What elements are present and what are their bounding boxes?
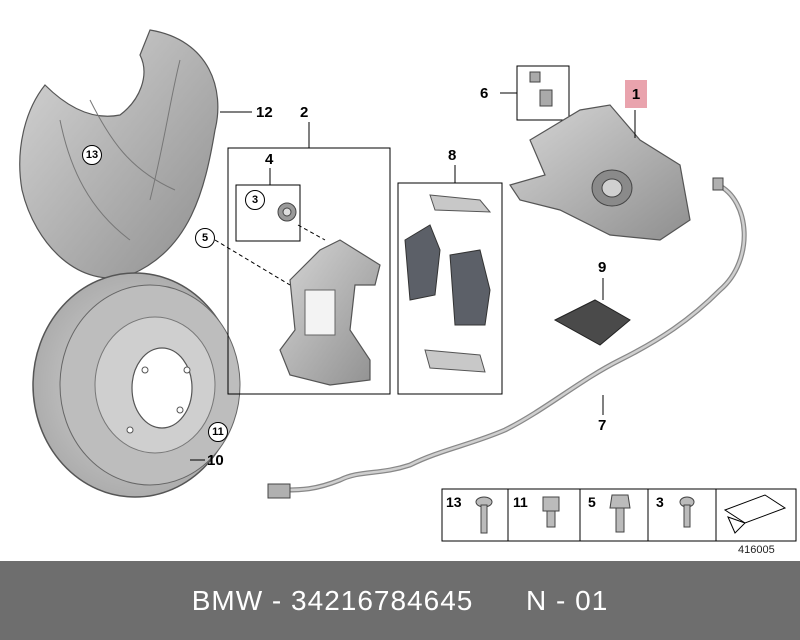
bolt-11-icon: [542, 496, 560, 528]
callout-4: 4: [265, 151, 274, 168]
fastener-legend: [441, 488, 797, 542]
callout-2: 2: [300, 104, 309, 121]
callout-5: 5: [195, 228, 215, 248]
callout-9: 9: [598, 259, 607, 276]
bolt-5-icon: [609, 494, 631, 533]
exploded-view-drawing: [19, 29, 797, 542]
part-number: 34216784645: [291, 584, 474, 616]
legend-number-13: 13: [446, 494, 462, 510]
bleeder-valve: [529, 71, 553, 107]
brake-disc: [32, 272, 241, 498]
group-box-8: [397, 182, 503, 395]
diagram-reference-number: 416005: [738, 544, 775, 556]
part-number-footer: BMW - 34216784645 N - 01: [0, 561, 800, 640]
callout-10: 10: [207, 452, 224, 469]
bolt-3-icon: [679, 496, 695, 528]
anti-squeal-shim: [553, 299, 631, 346]
callout-6: 6: [480, 85, 489, 102]
callout-1: 1: [625, 80, 647, 108]
legend-number-3: 3: [656, 494, 664, 510]
screw-13-icon: [475, 496, 493, 534]
legend-number-5: 5: [588, 494, 596, 510]
part-suffix: N - 01: [526, 584, 609, 616]
callout-7: 7: [598, 417, 607, 434]
brake-pads: [404, 224, 491, 326]
directional-arrow-icon: [723, 494, 787, 534]
callout-8: 8: [448, 147, 457, 164]
legend-number-11: 11: [513, 494, 528, 510]
group-box-4: [235, 184, 301, 242]
callout-13: 13: [82, 145, 102, 165]
wear-sensor-cable: [267, 177, 747, 499]
callout-3: 3: [245, 190, 265, 210]
callout-12: 12: [256, 104, 273, 121]
brand-label: BMW: [191, 584, 264, 616]
guide-bolt-sleeve: [277, 202, 297, 222]
spacer: [473, 585, 526, 617]
separator: -: [263, 584, 292, 616]
callout-11: 11: [208, 422, 228, 442]
pad-clips: [424, 194, 492, 373]
brake-caliper: [509, 104, 691, 241]
brake-shield: [19, 29, 219, 279]
caliper-carrier: [279, 239, 381, 386]
